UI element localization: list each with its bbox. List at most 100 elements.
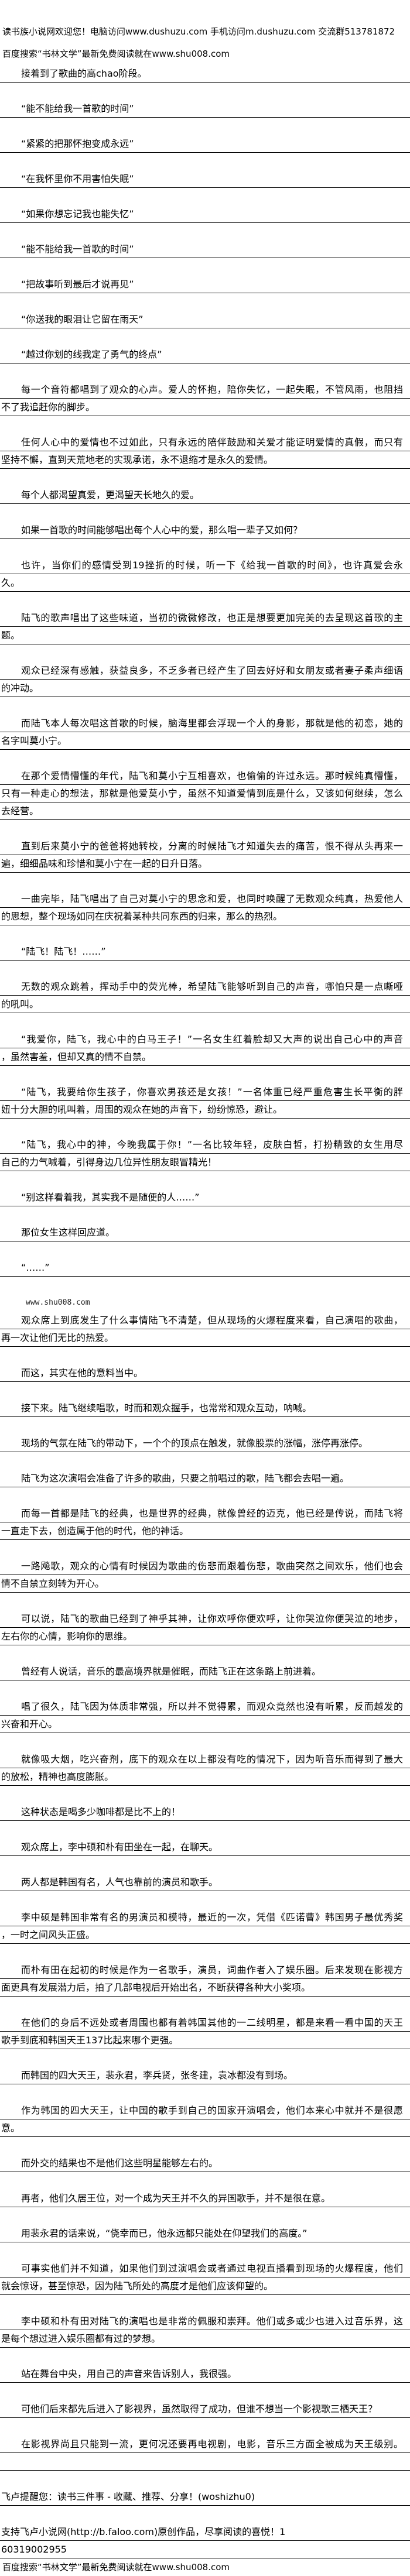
paragraph-line: 坚持不懈，直到天荒地老的实现承诺，永不退缩才是永久的爱情。 xyxy=(0,451,410,469)
paragraph-line: 而韩国的四大天王，裴永君，李兵贤，张冬建，袁冰都没有到场。 xyxy=(0,2067,410,2084)
paragraph-line: “能不能给我一首歌的时间” xyxy=(0,100,410,118)
paragraph-line: 在他们的身后不远处或者周围也都有着韩国其他的一二线明星，都是来看一看中国的天王 xyxy=(0,2014,410,2032)
paragraph-line: 不了我追赶你的脚步。 xyxy=(0,399,410,416)
paragraph: “陆飞，我要给你生孩子，你喜欢男孩还是女孩！”一名体重已经严重危害生长平衡的胖妞… xyxy=(0,1083,410,1119)
paragraph-line: 的放松，精神也高度膨胀。 xyxy=(0,1768,410,1786)
paragraph: 无数的观众跳着，挥动手中的荧光棒，希望陆飞能够听到自己的声音，哪怕只是一点嘶哑的… xyxy=(0,978,410,1013)
welcome-banner: 读书族小说网欢迎您！电脑访问www.dushuzu.com 手机访问m.dush… xyxy=(2,26,395,37)
paragraph: “……” xyxy=(0,1259,410,1277)
paragraph-line: 每个人都渴望真爱，更渴望天长地久的爱。 xyxy=(0,486,410,504)
footer-search-hint: 百度搜索“书林文学”最新免费阅读就在www.shu008.com xyxy=(2,2562,230,2572)
paragraph-line: 那位女生这样回应道。 xyxy=(0,1224,410,1241)
paragraph-line: “陆飞，我要给你生孩子，你喜欢男孩还是女孩！”一名体重已经严重危害生长平衡的胖 xyxy=(0,1083,410,1101)
paragraph-line: “……” xyxy=(0,1259,410,1277)
paragraph-line: 久。 xyxy=(0,574,410,592)
paragraph-line: 观众席上，李中硕和朴有田坐在一起，在聊天。 xyxy=(0,1838,410,1856)
paragraph-line: 在影视界尚且只能到一流，更何况还要再电视剧，电影，音乐三方面全被成为天王级别。 xyxy=(0,2436,410,2453)
paragraph-line: 只有一种走心的想法，那就是他爱莫小宁，虽然不知道爱情到底是什么，又该如何继续，怎… xyxy=(0,785,410,802)
paragraph: 再者，他们久居王位，对一个成为天王并不久的异国歌手，并不是很在意。 xyxy=(0,2190,410,2207)
paragraph: 在那个爱情懵懂的年代，陆飞和莫小宁互相喜欢，也偷偷的许过永远。那时候纯真懵懂，只… xyxy=(0,767,410,820)
paragraph: 曾经有人说话，音乐的最高境界就是催眠，而陆飞正在这条路上前进着。 xyxy=(0,1663,410,1680)
paragraph: 李中硕和朴有田对陆飞的演唱也是非常的佩服和崇拜。他们或多或少也进入过音乐界，这是… xyxy=(0,2313,410,2348)
paragraph: 就像吸大烟，吃兴奋剂，底下的观众在以上都没有吃的情况下，因为听音乐而得到了最大的… xyxy=(0,1751,410,1786)
paragraph-line: 一曲完毕，陆飞唱出了自己对莫小宁的思念和爱，也同时唤醒了无数观众纯真，热爱他人 xyxy=(0,890,410,908)
paragraph: 如果一首歌的时间能够唱出每个人心中的爱，那么唱一辈子又如何？ xyxy=(0,522,410,539)
paragraph-line: “把故事听到最后才说再见” xyxy=(0,276,410,293)
paragraph-line: 站在舞台中央，用自己的声音来告诉别人，我很强。 xyxy=(0,2365,410,2383)
paragraph-line: “在我怀里你不用害怕失眠” xyxy=(0,170,410,188)
paragraph: 可事实他们并不知道，如果他们到过演唱会或者通过电视直播看到现场的火爆程度，他们就… xyxy=(0,2260,410,2295)
paragraph: 观众已经深有感触，获益良多，不乏多者已经产生了回去好好和女朋友或者妻子柔声细语的… xyxy=(0,662,410,697)
paragraph-line: “我爱你，陆飞，我心中的白马王子！”一名女生红着脸却又大声的说出自己心中的声音 xyxy=(0,1031,410,1048)
paragraph-line: 再一次让他们无比的热爱。 xyxy=(0,1329,410,1347)
paragraph-line: 观众席上到底发生了什么事情陆飞不清楚，但从现场的火爆程度来看，自己演唱的歌曲， xyxy=(0,1312,410,1329)
paragraph: 两人都是韩国有名，人气也靠前的演员和歌手。 xyxy=(0,1874,410,1891)
paragraph-line: 左右你的心情，影响你的思维。 xyxy=(0,1628,410,1645)
paragraph: 用裴永君的话来说，“侥幸而已，他永远都只能处在仰望我们的高度。” xyxy=(0,2225,410,2242)
paragraph-line: 李中硕是韩国非常有名的男演员和模特，最近的一次，凭借《匹诺曹》韩国男子最优秀奖 xyxy=(0,1909,410,1926)
paragraph-line: 观众已经深有感触，获益良多，不乏多者已经产生了回去好好和女朋友或者妻子柔声细语 xyxy=(0,662,410,680)
paragraph-line: 去经营。 xyxy=(0,802,410,820)
paragraph: “能不能给我一首歌的时间” xyxy=(0,100,410,118)
paragraph-line: 就会惊讶，甚至惊恐，因为陆飞所处的高度才是他们应该仰望的。 xyxy=(0,2277,410,2295)
paragraph: 观众席上到底发生了什么事情陆飞不清楚，但从现场的火爆程度来看，自己演唱的歌曲，再… xyxy=(0,1312,410,1347)
paragraph-line: 自己的力气喊着，引得身边几位异性朋友眼冒精光！ xyxy=(0,1154,410,1171)
paragraph-line: 陆飞的歌声唱出了这些味道，当初的微微修改，也正是想要更加完美的去呈现这首歌的主 xyxy=(0,609,410,627)
paragraph: 而外交的结果也不是他们这些明星能够左右的。 xyxy=(0,2155,410,2172)
support-id-line: 60319002955 xyxy=(0,2541,410,2558)
paragraph-line: 而陆飞本人每次唱这首歌的时候，脑海里都会浮现一个人的身影，那就是他的初恋，她的 xyxy=(0,715,410,732)
paragraph-line: 题。 xyxy=(0,627,410,644)
paragraph: 李中硕是韩国非常有名的男演员和模特，最近的一次，凭借《匹诺曹》韩国男子最优秀奖，… xyxy=(0,1909,410,1944)
support-link-line[interactable]: 支持飞卢小说网(http://b.faloo.com)原创作品，尽享阅读的喜悦！… xyxy=(0,2523,410,2541)
paragraph-line: 现场的气氛在陆飞的带动下，一个个的顶点在触发，就像股票的涨幅，涨停再涨停。 xyxy=(0,1435,410,1452)
paragraph: 现场的气氛在陆飞的带动下，一个个的顶点在触发，就像股票的涨幅，涨停再涨停。 xyxy=(0,1435,410,1452)
paragraph: 观众席上，李中硕和朴有田坐在一起，在聊天。 xyxy=(0,1838,410,1856)
paragraph: “如果你想忘记我也能失忆” xyxy=(0,205,410,223)
paragraph: 那位女生这样回应道。 xyxy=(0,1224,410,1241)
paragraph-line: 是每个想过进入娱乐圈都有过的梦想。 xyxy=(0,2330,410,2348)
paragraph-line: “你送我的眼泪让它留在雨天” xyxy=(0,311,410,328)
paragraph-line: ，虽然害羞，但却又真的情不自禁。 xyxy=(0,1048,410,1066)
paragraph-line: 也许，当你们的感情受到19挫折的时候，听一下《给我一首歌的时间》，也许真爱会永 xyxy=(0,557,410,574)
paragraph-line: 两人都是韩国有名，人气也靠前的演员和歌手。 xyxy=(0,1874,410,1891)
paragraph-line: 歌手到底和韩国天王137比起来哪个更强。 xyxy=(0,2032,410,2049)
paragraph: “越过你划的线我定了勇气的终点” xyxy=(0,346,410,363)
paragraph-line: 无数的观众跳着，挥动手中的荧光棒，希望陆飞能够听到自己的声音，哪怕只是一点嘶哑 xyxy=(0,978,410,996)
paragraph-line xyxy=(0,2453,410,2471)
paragraph: 在他们的身后不远处或者周围也都有着韩国其他的一二线明星，都是来看一看中国的天王歌… xyxy=(0,2014,410,2049)
paragraph: “紧紧的把那怀抱变成永远” xyxy=(0,135,410,153)
paragraph: 每个人都渴望真爱，更渴望天长地久的爱。 xyxy=(0,486,410,504)
paragraph-line: 的冲动。 xyxy=(0,680,410,697)
paragraph-line: 一直走下去，创造属于他的时代，他的神话。 xyxy=(0,1522,410,1540)
paragraph-line: 陆飞为这次演唱会准备了许多的歌曲，只要之前唱过的歌，陆飞都会去唱一遍。 xyxy=(0,1470,410,1487)
paragraph-line: 而外交的结果也不是他们这些明星能够左右的。 xyxy=(0,2155,410,2172)
paragraph: “陆飞，我心中的神，今晚我属于你！”一名比较年轻，皮肤白皙，打扮精致的女生用尽自… xyxy=(0,1136,410,1171)
paragraph-line: 面更具有发展潜力后，拍了几部电视后开始出名，不断获得各种大小奖项。 xyxy=(0,1979,410,1997)
spacer xyxy=(0,1277,410,1294)
paragraph: 站在舞台中央，用自己的声音来告诉别人，我很强。 xyxy=(0,2365,410,2383)
paragraph-line: 情不自禁立刻转为开心。 xyxy=(0,1575,410,1593)
paragraph: “你送我的眼泪让它留在雨天” xyxy=(0,311,410,328)
paragraph-line: “紧紧的把那怀抱变成永远” xyxy=(0,135,410,153)
paragraph-line: “如果你想忘记我也能失忆” xyxy=(0,205,410,223)
paragraph-line: 一路飚歌，观众的心情有时候因为歌曲的伤悲而跟着伤悲，歌曲突然之间欢乐，他们也会 xyxy=(0,1558,410,1575)
paragraph: 可以说，陆飞的歌曲已经到了神乎其神，让你欢呼你便欢呼，让你哭泣你便哭泣的地步，左… xyxy=(0,1610,410,1645)
paragraph-line: 妞十分大胆的吼叫着，周围的观众在她的声音下，纷纷惊恐，避让。 xyxy=(0,1101,410,1119)
paragraph-line: 任何人心中的爱情也不过如此，只有永远的陪伴鼓励和关爱才能证明爱情的真假，而只有 xyxy=(0,434,410,451)
paragraph-line: “陆飞！陆飞！……” xyxy=(0,943,410,961)
paragraph-line: 如果一首歌的时间能够唱出每个人心中的爱，那么唱一辈子又如何？ xyxy=(0,522,410,539)
paragraph-line: 每一个音符都唱到了观众的心声。爱人的怀抱，陪你失忆，一起失眠，不管风雨，也阻挡 xyxy=(0,381,410,399)
paragraph: 在影视界尚且只能到一流，更何况还要再电视剧，电影，音乐三方面全被成为天王级别。 xyxy=(0,2436,410,2471)
reminder-line: 飞卢提醒您：读书三件事 - 收藏、推荐、分享！(woshizhu0) xyxy=(0,2488,410,2506)
paragraph: 一路飚歌，观众的心情有时候因为歌曲的伤悲而跟着伤悲，歌曲突然之间欢乐，他们也会情… xyxy=(0,1558,410,1593)
paragraph: 唱了很久，陆飞因为体质非常强，所以并不觉得累，而观众竟然也没有听累，反而越发的兴… xyxy=(0,1698,410,1733)
paragraph: 任何人心中的爱情也不过如此，只有永远的陪伴鼓励和关爱才能证明爱情的真假，而只有坚… xyxy=(0,434,410,469)
paragraph-line: 名字叫莫小宁。 xyxy=(0,732,410,750)
paragraph: 而这，其实在他的意料当中。 xyxy=(0,1364,410,1382)
search-hint: 百度搜索“书林文学”最新免费阅读就在www.shu008.com xyxy=(2,49,230,59)
paragraph: 而每一首都是陆飞的经典，也是世界的经典，就像曾经的迈克，他已经是传说，而陆飞将一… xyxy=(0,1505,410,1540)
paragraph: 接下来。陆飞继续唱歌，时而和观众握手，也常常和观众互动，呐喊。 xyxy=(0,1400,410,1417)
paragraph-line: ，一时之间风头正盛。 xyxy=(0,1926,410,1944)
paragraph-line: 再者，他们久居王位，对一个成为天王并不久的异国歌手，并不是很在意。 xyxy=(0,2190,410,2207)
paragraph-line: 可事实他们并不知道，如果他们到过演唱会或者通过电视直播看到现场的火爆程度，他们 xyxy=(0,2260,410,2277)
